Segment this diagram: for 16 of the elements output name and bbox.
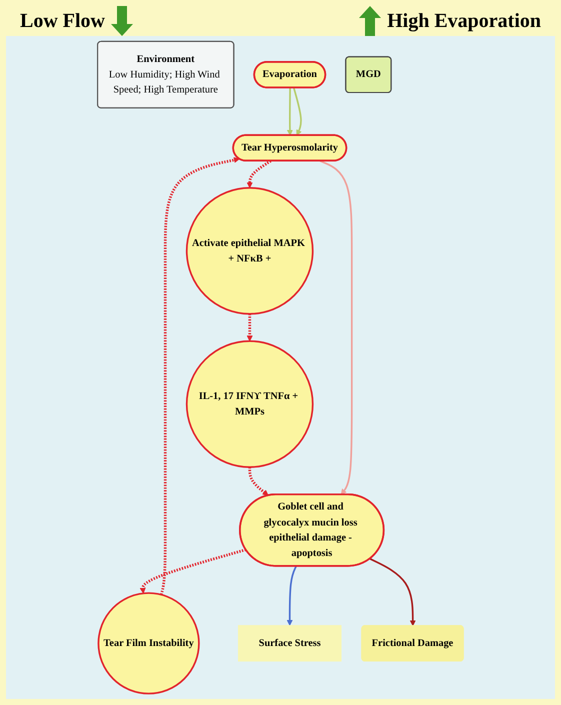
arrow [246,160,272,188]
arrow [370,558,416,626]
arrow [292,88,302,136]
side-label: Low Flow [20,10,105,32]
arrow [140,548,246,594]
side-label: High Evaporation [387,10,541,32]
arrow [248,467,269,496]
arrow [246,314,253,342]
node-circle: Activate epithelial MAPK + NFκB + [186,187,314,315]
arrow [286,88,293,136]
node-circle: IL-1, 17 IFNϒ TNFα + MMPs [186,340,314,468]
arrow [286,566,297,626]
arrow [160,157,240,596]
node-box: Surface Stress [238,625,342,662]
arrow [320,160,353,495]
node-circle: Tear Film Instability [98,592,200,694]
